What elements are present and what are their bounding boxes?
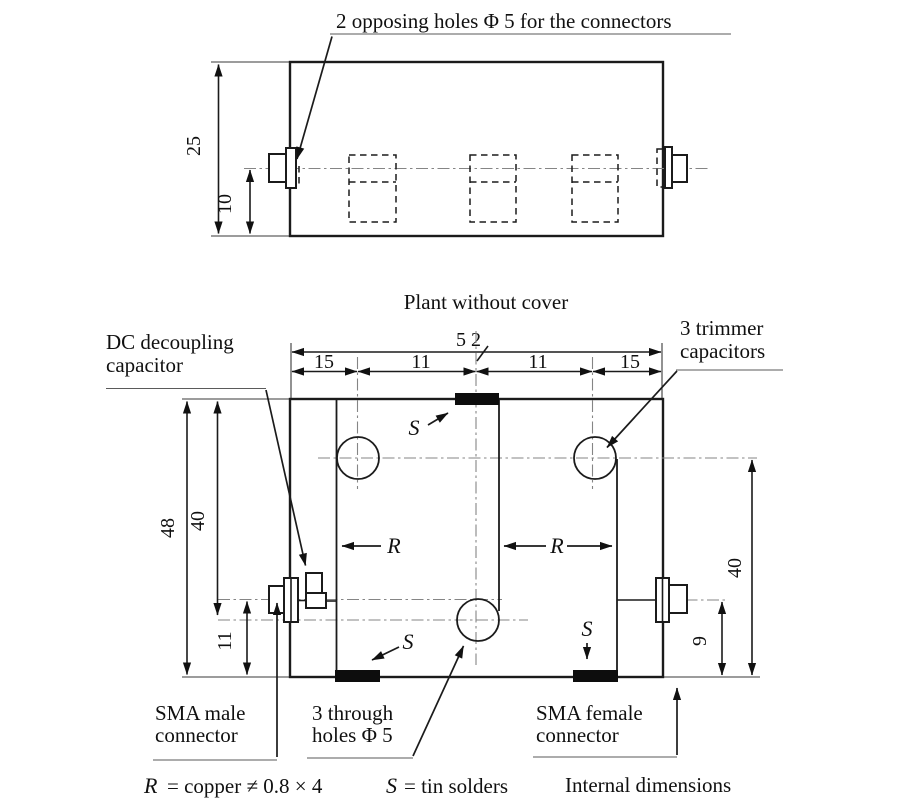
dim-11-right: 11 <box>528 351 547 373</box>
connector-body <box>671 154 688 183</box>
dim-11-left: 11 <box>411 351 430 373</box>
sma-male-connector-top-view <box>268 147 300 189</box>
s-symbol: S <box>582 616 593 641</box>
opposing-holes-label: 2 opposing holes Φ 5 for the connectors <box>336 9 672 33</box>
callout-sma-male: SMA male connector <box>153 602 282 761</box>
sma-female-label-line1: SMA female <box>536 701 643 725</box>
connector-flange <box>285 147 297 189</box>
dim-48: 48 <box>157 518 179 538</box>
s-symbol: S <box>409 415 420 440</box>
callout-sma-female: SMA female connector <box>533 687 682 758</box>
connector-body <box>668 584 688 614</box>
s-symbol: S <box>403 629 414 654</box>
dc-cap-label-line2: capacitor <box>106 353 183 377</box>
legend-s-symbol: S <box>386 773 397 798</box>
legend-r-symbol: R <box>143 773 158 798</box>
solder-pad-top <box>455 393 499 405</box>
connector-body <box>268 153 288 183</box>
bottom-view: Plant without cover 52 15 11 11 15 <box>106 290 783 798</box>
dim-10: 10 <box>214 194 236 214</box>
trimmers-label-line1: 3 trimmer <box>680 316 763 340</box>
section-title: Plant without cover <box>404 290 568 314</box>
leader-through-holes <box>412 645 465 757</box>
hidden-trimmer-outlines <box>348 154 619 223</box>
through-holes-label-line2: holes Φ 5 <box>312 723 393 747</box>
dim-25: 25 <box>183 136 205 156</box>
s-arrow-bottom-left <box>371 646 400 661</box>
dim-15-left: 15 <box>314 351 334 373</box>
sma-male-label-line1: SMA male <box>155 701 245 725</box>
s-arrow-top <box>427 412 449 426</box>
hidden-trimmer <box>469 154 517 223</box>
callout-through-holes: 3 through holes Φ 5 <box>307 645 465 759</box>
connector-flange <box>664 146 673 189</box>
capacitor-upper <box>305 572 323 594</box>
dim-15-right: 15 <box>620 351 640 373</box>
capacitor-lower <box>305 592 327 609</box>
top-view-outline <box>288 60 665 238</box>
legend-r-text: = copper ≠ 0.8 × 4 <box>167 774 323 798</box>
dc-cap-label-line1: DC decoupling <box>106 330 234 354</box>
internal-dimensions-label: Internal dimensions <box>565 773 731 797</box>
trimmers-label-line2: capacitors <box>680 339 765 363</box>
dim-40-left: 40 <box>187 511 209 531</box>
through-hole <box>456 598 500 642</box>
leader-opposing-holes <box>296 36 333 160</box>
leader-trimmers <box>606 370 678 449</box>
callout-dc-capacitor: DC decoupling capacitor <box>106 330 307 566</box>
through-hole <box>336 436 380 480</box>
hidden-trimmer <box>571 154 619 223</box>
through-holes-label-line1: 3 through <box>312 701 394 725</box>
dim-9: 9 <box>689 636 711 646</box>
sma-female-connector-top-view <box>656 146 688 189</box>
top-view: 25 10 2 opposing holes Φ 5 for the conne… <box>183 9 731 238</box>
solder-pad-bottom-right <box>573 670 618 682</box>
leader-dc-capacitor <box>265 389 307 566</box>
r-symbol: R <box>549 533 564 558</box>
legend-s-text: = tin solders <box>404 774 508 798</box>
solder-pad-bottom-left <box>335 670 380 682</box>
through-hole <box>573 436 617 480</box>
callout-trimmers: 3 trimmer capacitors <box>606 316 783 449</box>
dimension-break-slash <box>476 345 489 362</box>
r-symbol: R <box>386 533 401 558</box>
dim-52: 52 <box>456 329 486 351</box>
sma-male-label-line2: connector <box>155 723 238 747</box>
hidden-trimmer <box>348 154 397 223</box>
sma-female-assembly <box>617 577 688 623</box>
dim-11-vert: 11 <box>214 631 236 650</box>
sma-female-label-line2: connector <box>536 723 619 747</box>
dim-40-right: 40 <box>724 558 746 578</box>
